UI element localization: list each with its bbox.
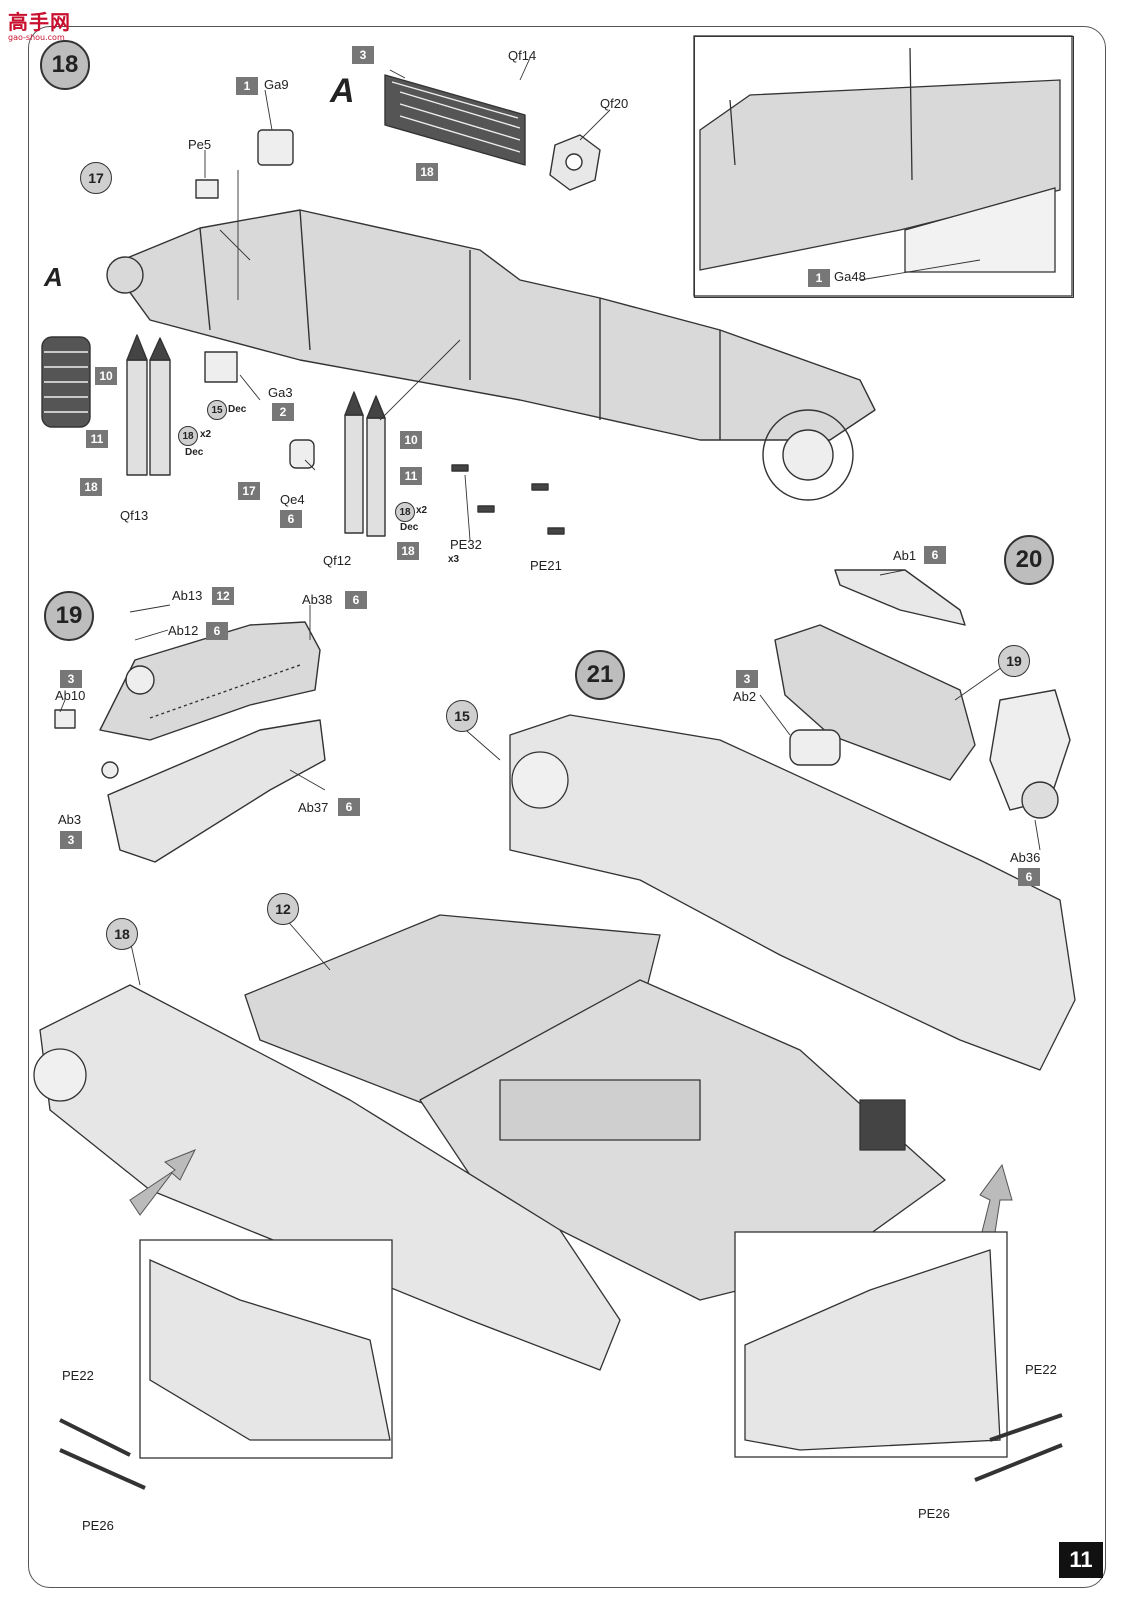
part-label: Ab10: [55, 688, 86, 703]
part-label: Ga3: [268, 385, 293, 400]
part-label: PE21: [530, 558, 562, 573]
page-number: 11: [1059, 1542, 1103, 1578]
part-label: Qf14: [508, 48, 537, 63]
step-19: 19: [44, 591, 94, 641]
decal-label: Dec: [228, 404, 247, 415]
step-21: 21: [575, 650, 625, 700]
sprue-badge: 17: [238, 482, 260, 500]
step-18: 18: [40, 40, 90, 90]
part-label: Ga48: [834, 269, 866, 284]
sprue-badge: 6: [345, 591, 367, 609]
part-label: Qf20: [600, 96, 629, 111]
part-label: Ab1: [893, 548, 917, 563]
ref-step-17: 17: [80, 162, 112, 194]
inset-letter-a: A: [330, 72, 355, 110]
sprue-badge: 18: [80, 478, 102, 496]
sprue-badge: 6: [280, 510, 302, 528]
sprue-badge: 2: [272, 403, 294, 421]
left-hull-side: [39, 984, 621, 1371]
part-label: PE22: [62, 1368, 94, 1383]
arrow-left: [129, 1149, 197, 1216]
decal-ref: 18: [395, 502, 415, 522]
sprue-badge: 3: [60, 831, 82, 849]
decal-label: Dec: [400, 522, 419, 533]
sprue-badge: 18: [397, 542, 419, 560]
ref-step-12: 12: [267, 893, 299, 925]
sprue-badge: 6: [338, 798, 360, 816]
part-label: PE22: [1025, 1362, 1057, 1377]
part-label: Ab2: [733, 689, 757, 704]
part-label: Ab37: [298, 800, 329, 815]
part-label: Ab3: [58, 812, 82, 827]
sprue-badge: 18: [416, 163, 438, 181]
pe-qty: x3: [448, 554, 460, 565]
transmission-housing: [774, 624, 976, 781]
part-label: Ga9: [264, 77, 289, 92]
sprue-badge: 3: [736, 670, 758, 688]
sprue-badge: 3: [60, 670, 82, 688]
page-frame: [28, 26, 1106, 1588]
detail-inset-a: [694, 36, 1074, 298]
decal-qty: x2: [200, 429, 212, 440]
decal-ref: 15: [207, 400, 227, 420]
watermark-logo: 高手网 gao-shou.com: [8, 10, 71, 42]
part-label: PE32: [450, 537, 482, 552]
part-label: PE26: [82, 1518, 114, 1533]
ref-step-19: 19: [998, 645, 1030, 677]
hull-side-panel: [109, 209, 876, 441]
decal-ref: 18: [178, 426, 198, 446]
part-label: Qe4: [280, 492, 305, 507]
sprue-badge: 1: [236, 77, 258, 95]
sprue-badge: 6: [924, 546, 946, 564]
sprue-badge: 1: [808, 269, 830, 287]
decal-label: Dec: [185, 447, 204, 458]
sprue-badge: 12: [212, 587, 234, 605]
part-label: Pe5: [188, 137, 212, 152]
part-label: Ab13: [172, 588, 203, 603]
inset-letter-a-small: A: [44, 262, 63, 292]
ref-step-15: 15: [446, 700, 478, 732]
ref-step-18: 18: [106, 918, 138, 950]
sprue-badge: 11: [400, 467, 422, 485]
sprue-badge: 10: [95, 367, 117, 385]
part-label: Ab38: [302, 592, 333, 607]
sprue-badge: 11: [86, 430, 108, 448]
step-20: 20: [1004, 535, 1054, 585]
part-label: Qf13: [120, 508, 149, 523]
part-label: PE26: [918, 1506, 950, 1521]
engine-block: [99, 621, 321, 741]
right-hull-side: [509, 714, 1076, 1071]
sprue-badge: 6: [1018, 868, 1040, 886]
sprue-badge: 10: [400, 431, 422, 449]
part-label: Qf12: [323, 553, 352, 568]
sprue-badge: 6: [206, 622, 228, 640]
decal-qty: x2: [416, 505, 428, 516]
engine-base-tray: [107, 719, 326, 863]
part-label: Ab36: [1010, 850, 1041, 865]
part-label: Ab12: [168, 623, 199, 638]
sprue-badge: 3: [352, 46, 374, 64]
